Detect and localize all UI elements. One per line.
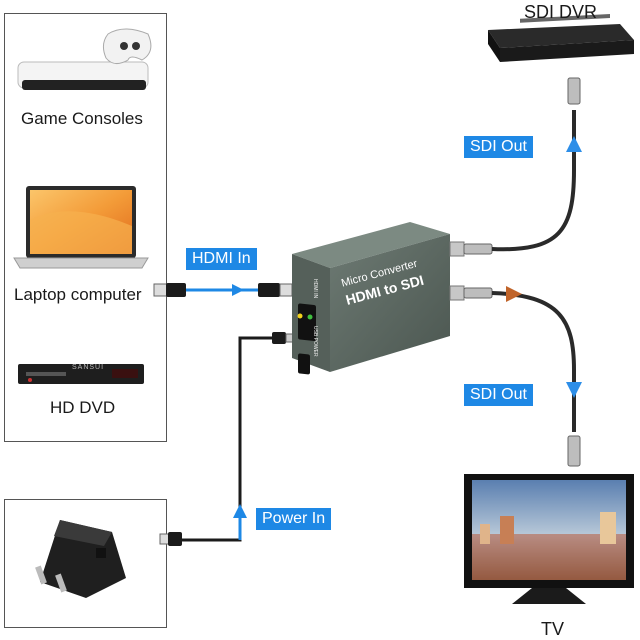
hd-dvd-label: HD DVD xyxy=(50,398,116,417)
sdi-cable-top-graphic xyxy=(463,77,582,255)
game-console-icon xyxy=(17,28,152,90)
power-cable-graphic xyxy=(159,332,295,546)
power-adapter-icon xyxy=(35,520,126,598)
dvd-player-icon xyxy=(18,364,144,384)
power-adapter-panel xyxy=(4,499,167,628)
tv-label: TV xyxy=(541,619,565,639)
game-consoles-label: Game Consoles xyxy=(21,109,143,128)
converter-box-graphic xyxy=(292,222,465,375)
tv-icon xyxy=(464,474,634,604)
dvd-brand-text: SANSUI xyxy=(72,364,105,371)
sdi-cable-bottom-graphic xyxy=(463,286,582,467)
sources-panel xyxy=(4,13,167,442)
power-in-tag: Power In xyxy=(256,508,332,530)
hdmi-port-label: HDMI IN xyxy=(312,279,318,299)
sdi-out-bottom-tag: SDI Out xyxy=(464,384,533,406)
sdi-dvr-label: SDI DVR xyxy=(524,2,598,22)
laptop-icon xyxy=(13,186,149,269)
hdmi-in-tag: HDMI In xyxy=(186,248,257,270)
usb-port-label: USB POWER xyxy=(312,326,318,357)
sdi-dvr-icon xyxy=(488,14,634,62)
sdi-out-top-tag: SDI Out xyxy=(464,136,533,158)
laptop-computer-label: Laptop computer xyxy=(14,285,142,304)
hdmi-cable-graphic xyxy=(153,283,293,297)
